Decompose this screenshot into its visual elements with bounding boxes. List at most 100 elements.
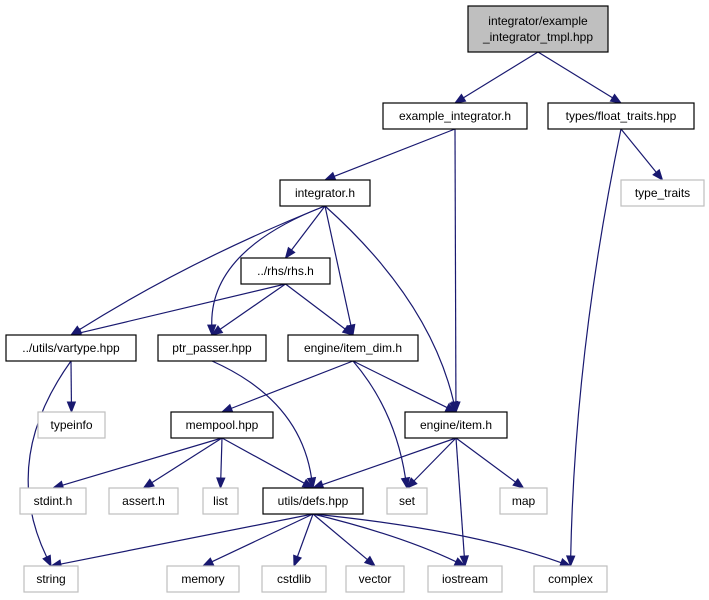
node-box	[202, 487, 239, 515]
node-label: mempool.hpp	[186, 418, 259, 432]
arrowhead-icon	[66, 401, 77, 414]
arrowhead-icon	[284, 246, 296, 260]
node-label: engine/item.h	[420, 418, 492, 432]
node-label: complex	[548, 572, 593, 586]
edge-item-dim-h-to-mempool-hpp	[220, 360, 354, 413]
node-set: set	[386, 487, 428, 515]
arrowhead-icon	[652, 168, 664, 182]
arrowhead-icon	[201, 557, 215, 567]
node-box	[345, 565, 405, 593]
edge-line	[454, 128, 457, 403]
edge-line	[211, 513, 314, 563]
node-label: ptr_passer.hpp	[172, 341, 252, 355]
edge-line	[221, 437, 305, 484]
edge-line	[322, 437, 457, 486]
node-box	[382, 102, 528, 130]
node-label: integrator.h	[295, 186, 355, 200]
node-root[interactable]: integrator/example _integrator_tmpl.hpp	[467, 5, 609, 53]
node-mempool-hpp[interactable]: mempool.hpp	[170, 411, 274, 439]
edge-line	[620, 128, 657, 173]
edge-line	[211, 205, 326, 326]
node-box	[170, 411, 274, 439]
edge-line	[537, 51, 613, 99]
node-rhs-h[interactable]: ../rhs/rhs.h	[240, 257, 331, 285]
arrowhead-icon	[142, 478, 155, 489]
edge-line	[570, 128, 622, 557]
node-label: integrator/example	[488, 14, 588, 28]
node-box	[547, 102, 695, 130]
edge-integrator-h-to-ptr-passer-hpp	[207, 205, 326, 337]
node-integrator-h[interactable]: integrator.h	[279, 179, 371, 207]
edge-line	[62, 437, 223, 486]
node-box	[467, 5, 609, 53]
edges-layer	[27, 51, 664, 569]
node-label: example_integrator.h	[399, 109, 511, 123]
node-cstdlib: cstdlib	[261, 565, 327, 593]
edge-item-h-to-map	[455, 437, 525, 489]
nodes-layer: integrator/example _integrator_tmpl.hppex…	[5, 5, 705, 593]
edge-mempool-hpp-to-defs-hpp	[221, 437, 315, 489]
arrowhead-icon	[293, 554, 303, 568]
edge-line	[463, 51, 539, 99]
node-type-traits: type_traits	[620, 179, 705, 207]
arrowhead-icon	[609, 93, 623, 104]
arrowhead-icon	[42, 554, 52, 568]
edge-line	[60, 513, 314, 565]
edge-example-integrator-h-to-item-h	[451, 128, 461, 414]
edge-root-to-example-integrator-h	[453, 51, 539, 104]
node-box	[404, 411, 508, 439]
node-label: typeinfo	[50, 418, 92, 432]
edge-example-integrator-h-to-integrator-h	[323, 128, 456, 181]
edge-item-h-to-iostream	[455, 437, 469, 568]
node-label: map	[512, 494, 536, 508]
node-label: types/float_traits.hpp	[566, 109, 677, 123]
node-label: cstdlib	[277, 572, 311, 586]
arrowhead-icon	[341, 324, 355, 336]
edge-line	[455, 437, 516, 483]
node-complex: complex	[533, 565, 608, 593]
node-example-integrator-h[interactable]: example_integrator.h	[382, 102, 528, 130]
edge-ptr-passer-hpp-to-defs-hpp	[211, 360, 317, 490]
node-box	[427, 565, 503, 593]
node-box	[23, 565, 79, 593]
node-vartype-hpp[interactable]: ../utils/vartype.hpp	[5, 334, 137, 362]
node-label: string	[36, 572, 65, 586]
node-box	[108, 487, 179, 515]
node-item-h[interactable]: engine/item.h	[404, 411, 508, 439]
node-label: assert.h	[122, 494, 165, 508]
edge-vartype-hpp-to-string	[27, 360, 72, 568]
edge-defs-hpp-to-complex	[312, 513, 572, 567]
node-defs-hpp[interactable]: utils/defs.hpp	[262, 487, 364, 515]
edge-line	[27, 360, 72, 558]
node-float-traits-hpp[interactable]: types/float_traits.hpp	[547, 102, 695, 130]
node-label: _integrator_tmpl.hpp	[482, 30, 593, 44]
edge-line	[334, 128, 456, 177]
edge-line	[285, 283, 346, 330]
arrowhead-icon	[565, 555, 576, 568]
node-label: stdint.h	[34, 494, 73, 508]
node-vector: vector	[345, 565, 405, 593]
arrowhead-icon	[363, 555, 377, 567]
edge-rhs-h-to-ptr-passer-hpp	[210, 283, 286, 336]
node-list: list	[202, 487, 239, 515]
node-typeinfo: typeinfo	[37, 411, 106, 439]
edge-line	[291, 205, 326, 251]
arrowhead-icon	[207, 324, 217, 337]
edge-line	[312, 513, 368, 561]
node-item-dim-h[interactable]: engine/item_dim.h	[287, 334, 419, 362]
node-box	[240, 257, 331, 285]
edge-mempool-hpp-to-list	[216, 437, 226, 490]
edge-line	[296, 513, 314, 557]
edge-line	[211, 360, 313, 479]
edge-defs-hpp-to-string	[49, 513, 314, 569]
arrowhead-icon	[216, 477, 226, 490]
node-box	[261, 565, 327, 593]
node-stdint-h: stdint.h	[19, 487, 87, 515]
node-label: ../utils/vartype.hpp	[22, 341, 120, 355]
node-ptr-passer-hpp[interactable]: ptr_passer.hpp	[157, 334, 267, 362]
edge-integrator-h-to-item-h	[324, 205, 459, 414]
node-box	[5, 334, 137, 362]
edge-line	[312, 513, 457, 563]
edge-rhs-h-to-vartype-hpp	[69, 283, 286, 338]
